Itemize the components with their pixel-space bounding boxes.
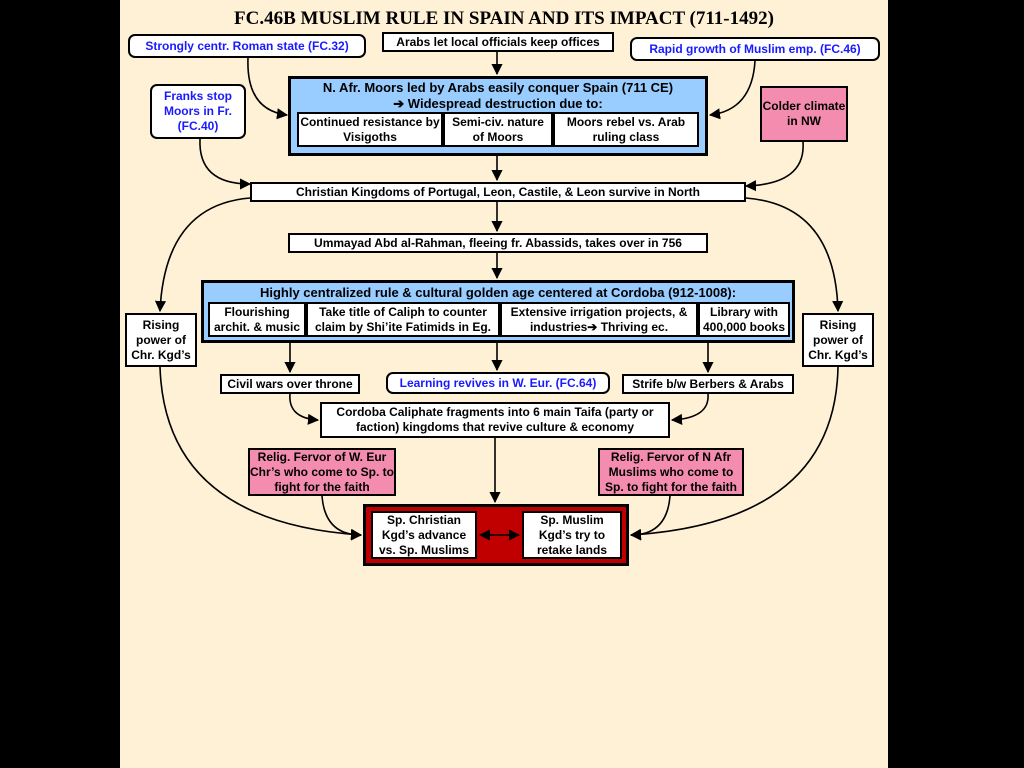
arrow-rising-right-to-conflict [629, 366, 839, 540]
civil-wars-box: Civil wars over throne [220, 374, 360, 394]
arrow-franks-to-kingdoms [199, 138, 252, 190]
sp-christian-box: Sp. Christian Kgd’s advance vs. Sp. Musl… [371, 511, 477, 559]
roman-state-box: Strongly centr. Roman state (FC.32) [128, 34, 366, 58]
franks-stop-box: Franks stop Moors in Fr. (FC.40) [150, 84, 246, 139]
arrow-rising-left-to-conflict [159, 366, 363, 540]
semi-civ-box: Semi-civ. nature of Moors [443, 112, 553, 147]
arrow-strife-to-taifa [670, 393, 709, 426]
page-title: FC.46B MUSLIM RULE IN SPAIN AND ITS IMPA… [234, 8, 774, 29]
arrow-civil-to-taifa [289, 393, 320, 425]
arrow-climate-to-kingdoms [744, 141, 804, 192]
arrow-roman-to-conquest [247, 57, 289, 120]
rapid-growth-box: Rapid growth of Muslim emp. (FC.46) [630, 37, 880, 61]
arrow-fervor-west-to-conflict [321, 495, 363, 541]
local-officials-box: Arabs let local officials keep offices [382, 32, 614, 52]
christian-kingdoms-box: Christian Kingdoms of Portugal, Leon, Ca… [250, 182, 746, 202]
strife-box: Strife b/w Berbers & Arabs [622, 374, 794, 394]
fervor-nafr-box: Relig. Fervor of N Afr Muslims who come … [598, 448, 744, 496]
caliph-title-box: Take title of Caliph to counter claim by… [306, 302, 500, 337]
arrow-kingdoms-to-rising-right [745, 197, 844, 313]
fervor-west-box: Relig. Fervor of W. Eur Chr’s who come t… [248, 448, 396, 496]
taifa-box: Cordoba Caliphate fragments into 6 main … [320, 402, 670, 438]
arrow-fervor-nafr-to-conflict [629, 495, 671, 541]
golden-age-heading: Highly centralized rule & cultural golde… [259, 285, 737, 300]
conquest-heading-1: N. Afr. Moors led by Arabs easily conque… [322, 80, 674, 95]
flourishing-box: Flourishing archit. & music [208, 302, 306, 337]
arrow-kingdoms-to-rising-left [154, 197, 251, 313]
arrow-growth-to-conquest [708, 60, 756, 120]
library-box: Library with 400,000 books [698, 302, 790, 337]
sp-muslim-box: Sp. Muslim Kgd’s try to retake lands [522, 511, 622, 559]
ummayad-box: Ummayad Abd al-Rahman, fleeing fr. Abass… [288, 233, 708, 253]
rising-power-right-box: Rising power of Chr. Kgd’s [802, 313, 874, 367]
rising-power-left-box: Rising power of Chr. Kgd’s [125, 313, 197, 367]
irrigation-box: Extensive irrigation projects, & industr… [500, 302, 698, 337]
learning-revives-box: Learning revives in W. Eur. (FC.64) [386, 372, 610, 394]
colder-climate-box: Colder climate in NW [760, 86, 848, 142]
conquest-heading-2: ➔ Widespread destruction due to: [393, 96, 603, 111]
moors-rebel-box: Moors rebel vs. Arab ruling class [553, 112, 699, 147]
continued-resistance-box: Continued resistance by Visigoths [297, 112, 443, 147]
